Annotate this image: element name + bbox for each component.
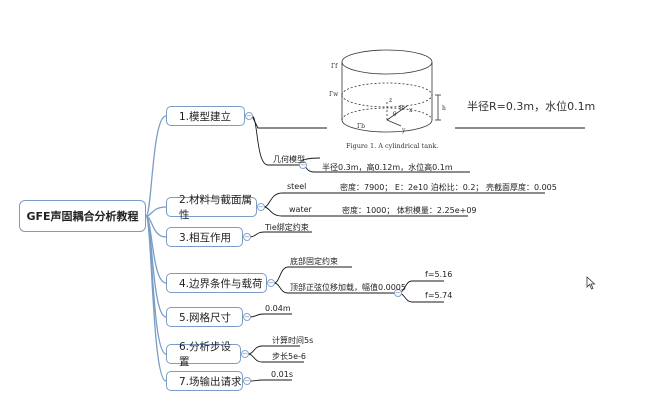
leaf-f2[interactable]: f=5.74 [425,291,453,300]
leaf-tie[interactable]: Tie绑定约束 [265,223,309,232]
figure-caption: Figure 1. A cylindrical tank. [346,142,439,150]
node-mesh-label: 5.网格尺寸 [179,311,232,324]
figure-label: z [389,97,392,104]
figure-label: x [409,107,413,114]
tank-figure: Γf Γw Γb h z R θ x y [327,40,455,152]
collapse-toggle-icon[interactable]: − [267,278,275,287]
leaf-top[interactable]: 顶部正弦位移加载，幅值0.0005 [290,283,406,292]
collapse-toggle-icon[interactable]: − [245,111,253,120]
node-step-label: 6.分析步设置 [179,341,232,368]
figure-label: y [401,127,406,134]
node-step[interactable]: 6.分析步设置 [166,341,241,368]
leaf-geometry[interactable]: 几何模型 [273,155,305,164]
node-model-label: 1.模型建立 [179,110,232,123]
collapse-toggle-icon[interactable]: − [257,202,265,211]
collapse-toggle-icon[interactable]: − [241,349,249,358]
node-interaction[interactable]: 3.相互作用 [166,227,243,247]
cylindrical-tank-illustration: Γf Γw Γb h z R θ x y [329,49,446,134]
node-material-label: 2.材料与截面属性 [179,194,253,221]
node-output[interactable]: 7.场输出请求 [166,371,243,391]
leaf-output[interactable]: 0.01s [271,370,293,379]
collapse-toggle-icon[interactable]: − [243,232,251,241]
leaf-water[interactable]: water [289,205,312,214]
collapse-toggle-icon[interactable]: − [394,288,402,297]
figure-label: Γw [329,91,339,98]
figure-label: R [399,105,404,112]
leaf-steel-detail[interactable]: 密度：7900； E：2e10 泊松比：0.2； 壳截面厚度：0.005 [340,183,557,192]
leaf-steel[interactable]: steel [287,182,307,191]
collapse-toggle-icon[interactable]: − [299,160,307,169]
node-mesh[interactable]: 5.网格尺寸 [166,307,243,327]
root-label: GFE声固耦合分析教程 [26,210,139,223]
leaf-geometry-detail[interactable]: 半径0.3m，高0.12m，水位高0.1m [322,163,453,172]
figure-label: θ [393,111,397,118]
mouse-cursor-icon [586,276,596,290]
node-boundary-label: 4.边界条件与载荷 [179,277,263,290]
leaf-bottom[interactable]: 底部固定约束 [290,257,338,266]
node-output-label: 7.场输出请求 [179,375,242,388]
root-topic[interactable]: GFE声固耦合分析教程 [19,200,146,232]
leaf-calc-time[interactable]: 计算时间5s [272,336,314,345]
figure-label: h [442,105,446,112]
node-model[interactable]: 1.模型建立 [166,106,245,126]
figure-label: Γf [331,63,338,70]
leaf-water-detail[interactable]: 密度：1000； 体积模量：2.25e+09 [342,206,477,215]
radius-annotation: 半径R=0.3m，水位0.1m [467,100,596,113]
node-interaction-label: 3.相互作用 [179,231,232,244]
leaf-mesh[interactable]: 0.04m [265,304,291,313]
node-material[interactable]: 2.材料与截面属性 [166,194,257,221]
collapse-toggle-icon[interactable]: − [243,376,251,385]
collapse-toggle-icon[interactable]: − [243,312,251,321]
node-boundary[interactable]: 4.边界条件与载荷 [166,273,267,293]
figure-label: Γb [357,123,365,130]
leaf-step-size[interactable]: 步长5e-6 [272,352,306,361]
leaf-f1[interactable]: f=5.16 [425,270,453,279]
